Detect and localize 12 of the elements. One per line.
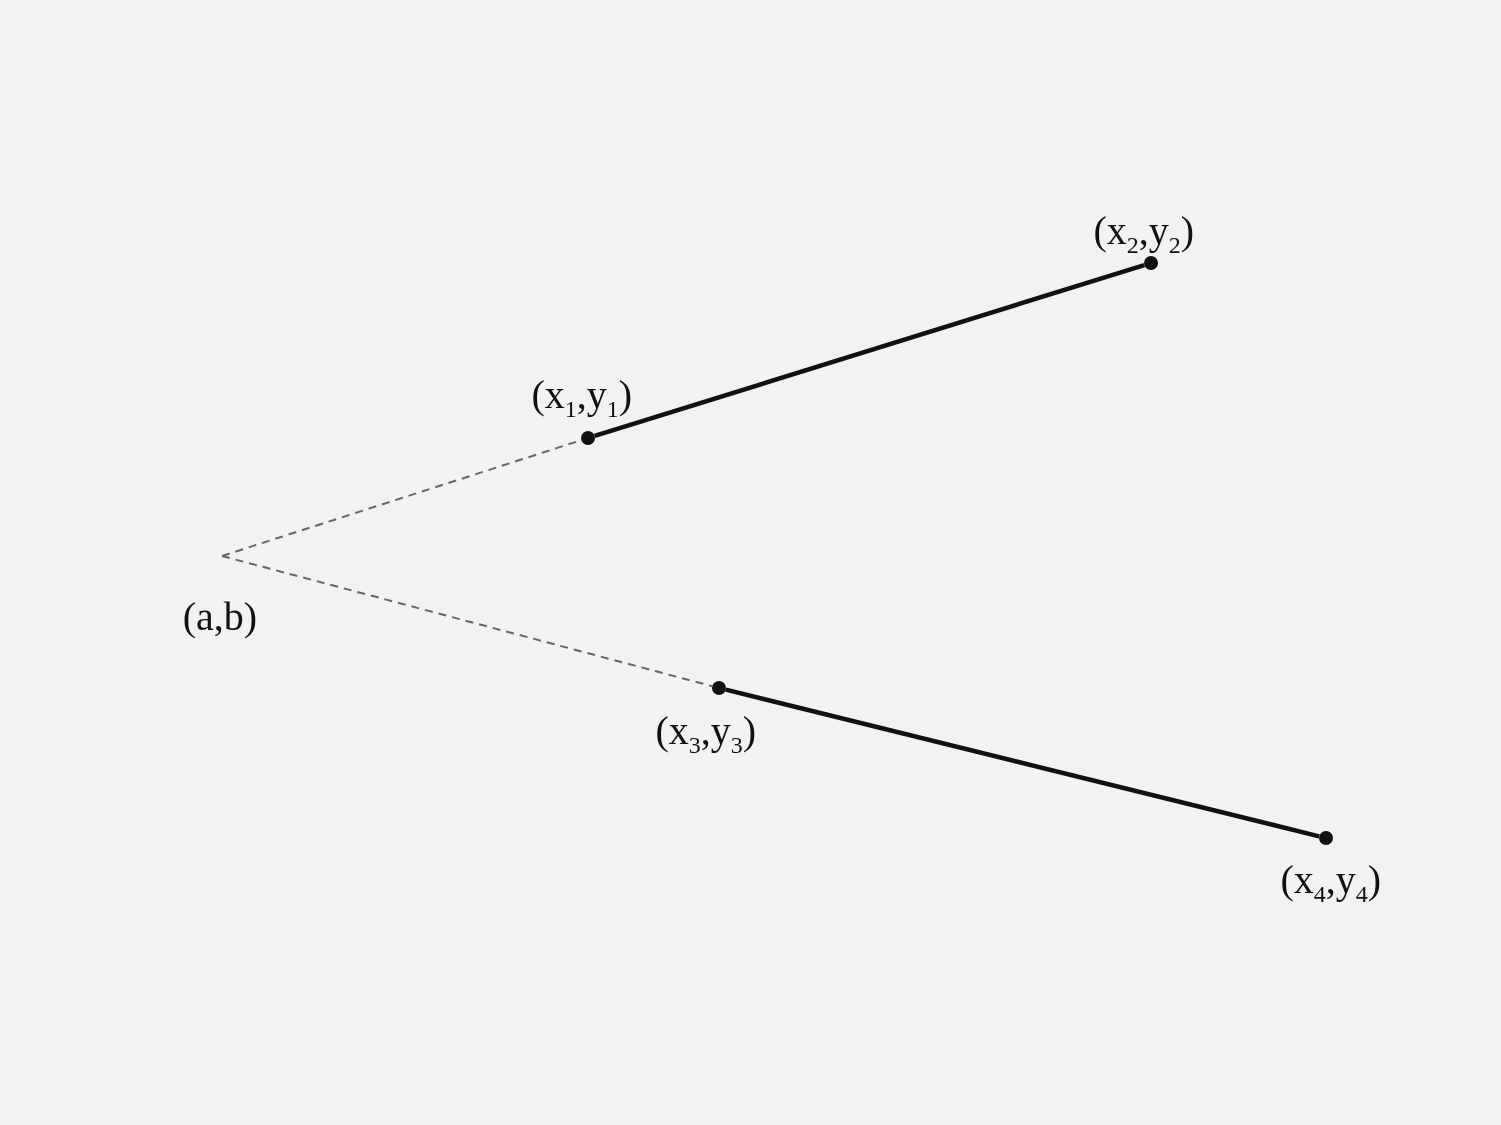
line-segment	[594, 262, 1145, 439]
dashed-line	[221, 555, 714, 688]
point-dot	[581, 431, 595, 445]
point-dot	[1144, 256, 1158, 270]
point-dot	[712, 681, 726, 695]
point-label: (x$_{3}$,y$_{3}$)	[655, 708, 757, 760]
line-segment	[725, 687, 1320, 839]
point-label: (x$_{1}$,y$_{1}$)	[531, 372, 633, 424]
point-label: (x$_{2}$,y$_{2}$)	[1093, 208, 1195, 260]
point-dot	[1319, 831, 1333, 845]
point-label: (a,b)	[181, 594, 259, 640]
point-label: (x$_{4}$,y$_{4}$)	[1280, 857, 1382, 909]
